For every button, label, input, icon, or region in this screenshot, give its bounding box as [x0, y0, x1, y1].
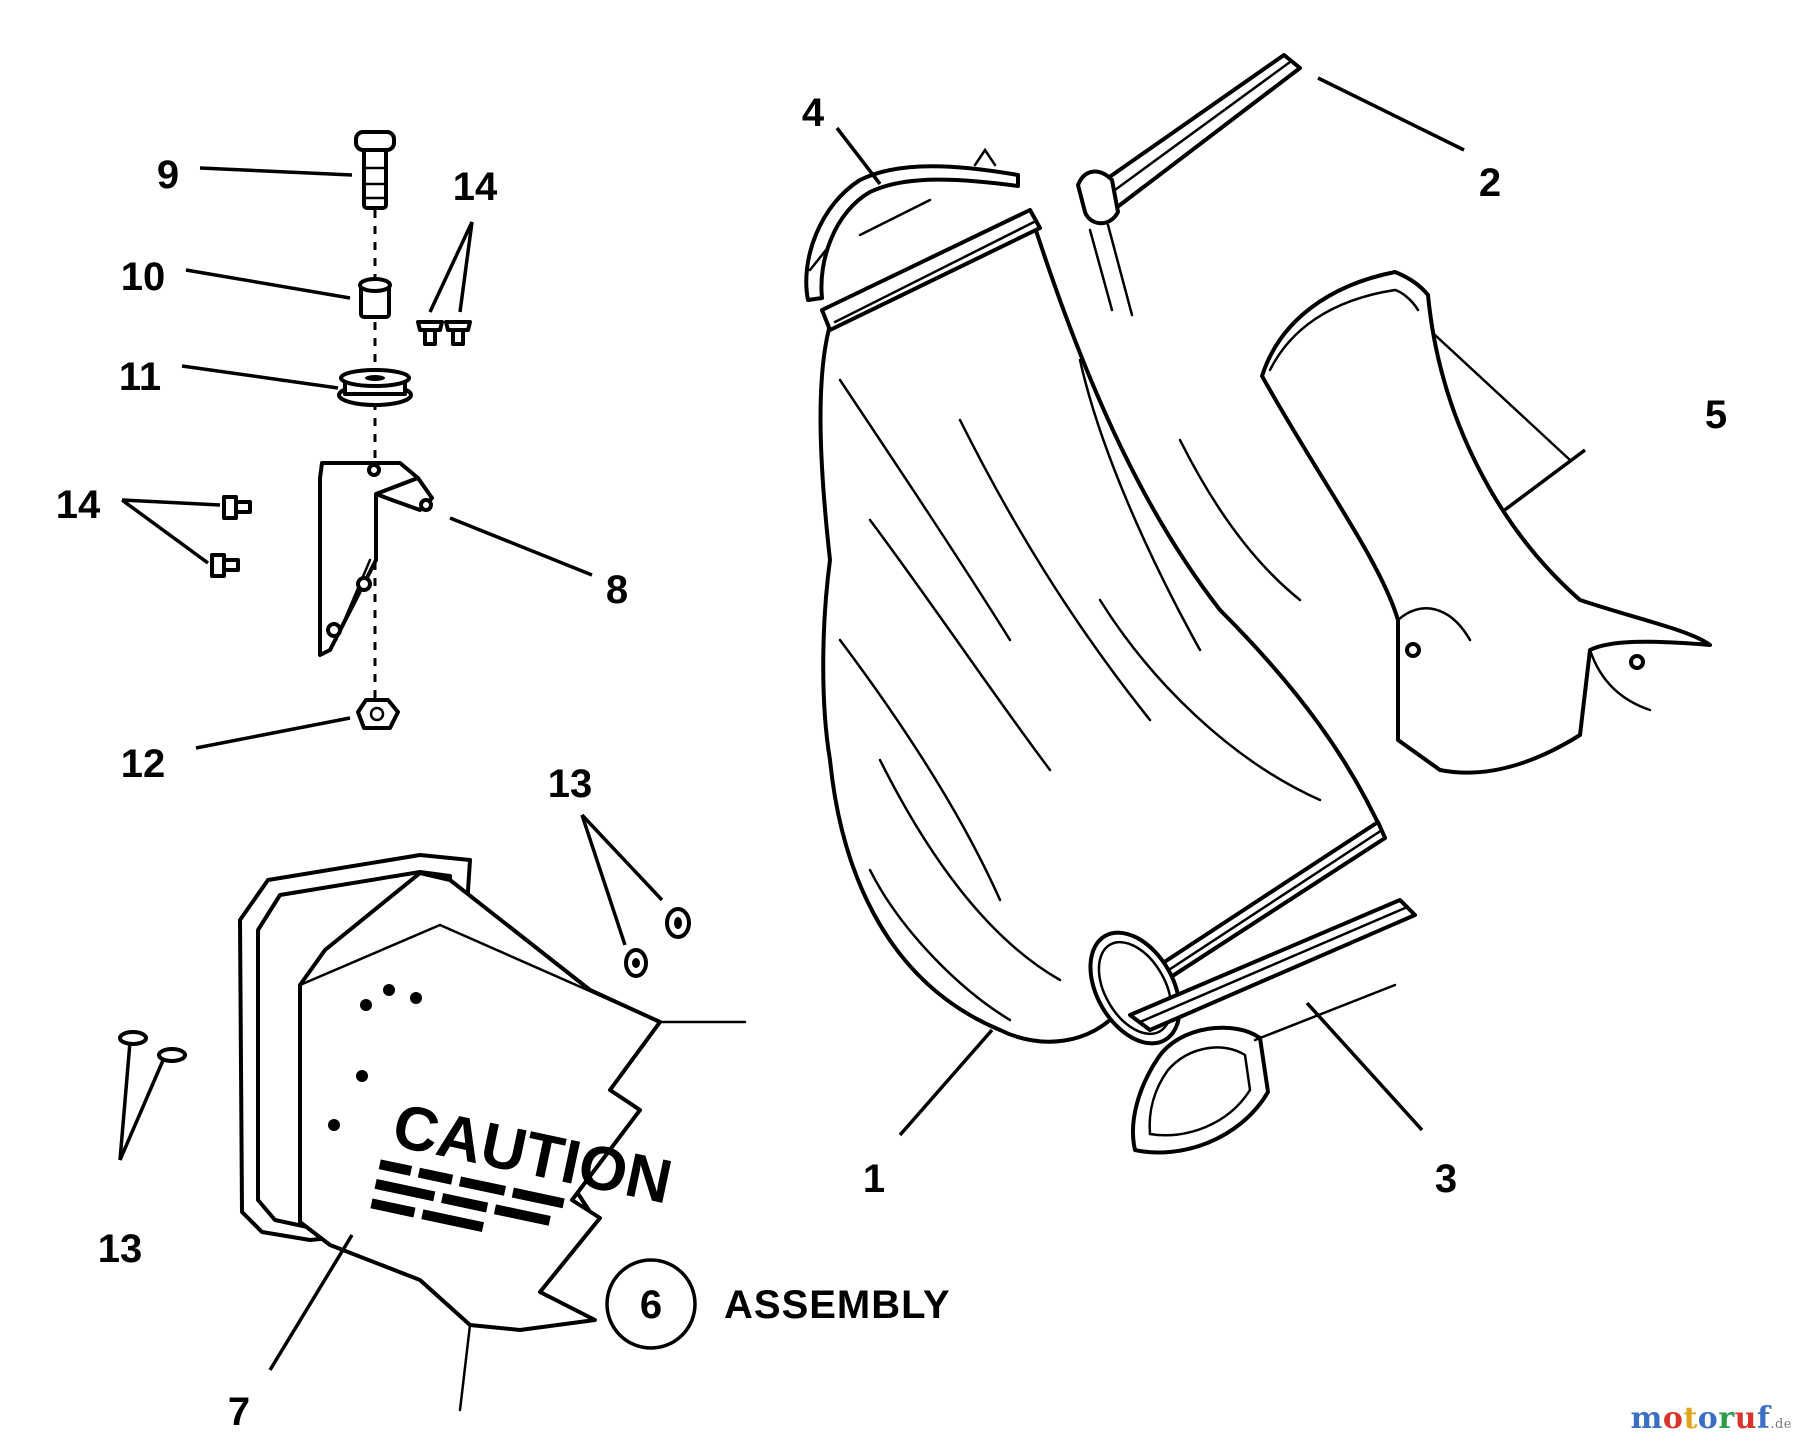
watermark-suffix: .de	[1770, 1417, 1792, 1432]
callout-14-lower: 14	[56, 483, 101, 527]
callout-3: 3	[1435, 1157, 1457, 1201]
part-5-discharge-chute	[1260, 270, 1712, 775]
assembly-callout: 6 ASSEMBLY	[605, 1258, 951, 1350]
part-10-bushing	[358, 277, 392, 319]
pivot-assembly	[210, 130, 472, 730]
assembly-label: ASSEMBLY	[724, 1283, 951, 1327]
part-1-grass-bag	[818, 208, 1387, 1046]
callout-12: 12	[121, 742, 166, 786]
callout-14-upper: 14	[453, 165, 498, 209]
callout-2: 2	[1479, 161, 1501, 205]
watermark-letter: o	[1662, 1401, 1684, 1436]
watermark-letter: o	[1697, 1401, 1719, 1436]
watermark-letter: m	[1630, 1401, 1663, 1436]
callout-9: 9	[157, 153, 179, 197]
part-3-bottom-frame	[1128, 898, 1417, 1155]
part-8-bracket	[318, 461, 434, 657]
watermark-logo: motoruf.de	[1631, 1401, 1792, 1436]
callout-13-upper: 13	[548, 762, 593, 806]
part-13-washers	[118, 907, 691, 1063]
callout-11: 11	[119, 355, 161, 399]
part-9-bolt	[354, 130, 396, 210]
callout-10: 10	[121, 255, 166, 299]
part-14-screws-upper	[416, 320, 472, 346]
callout-5: 5	[1705, 393, 1727, 437]
callout-13-lower: 13	[98, 1227, 143, 1271]
watermark-letter: u	[1734, 1401, 1757, 1436]
part-4-bag-frame	[804, 147, 1020, 302]
callout-labels: 1 2 3 4 5 6 ASSEMBLY 7 8 9 10 11 12 13 1…	[56, 91, 1727, 1434]
part-12-nut	[356, 698, 400, 730]
callout-6: 6	[640, 1283, 662, 1327]
callout-8: 8	[606, 568, 628, 612]
part-14-screws-lower	[210, 495, 252, 578]
watermark-letter: f	[1756, 1401, 1771, 1436]
watermark-text: motoruf	[1631, 1401, 1771, 1436]
watermark-letter: r	[1718, 1401, 1735, 1436]
watermark-letter: t	[1683, 1401, 1698, 1436]
callout-1: 1	[863, 1157, 885, 1201]
part-11-pulley	[337, 368, 413, 407]
leader-lines	[118, 76, 1587, 1371]
callout-4: 4	[802, 91, 825, 135]
callout-7: 7	[228, 1390, 250, 1434]
part-7-chute-assembly: CAUTION	[238, 853, 747, 1412]
part-2-handle	[1076, 53, 1302, 317]
